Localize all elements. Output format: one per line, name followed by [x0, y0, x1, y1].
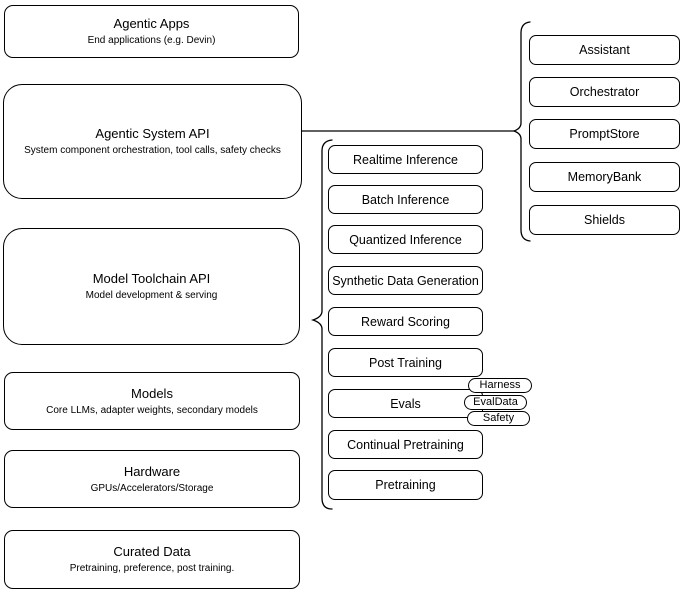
evals-tag-evaldata: EvalData [464, 395, 527, 410]
layer-subtitle: End applications (e.g. Devin) [87, 35, 216, 46]
layer-agentic-apps: Agentic Apps End applications (e.g. Devi… [4, 5, 299, 58]
component-assistant: Assistant [529, 35, 680, 65]
layer-hardware: Hardware GPUs/Accelerators/Storage [4, 450, 300, 508]
layer-title: Curated Data [113, 544, 191, 559]
toolchain-item-batch-inference: Batch Inference [328, 185, 483, 214]
layer-title: Models [131, 385, 173, 401]
toolchain-item-post-training: Post Training [328, 348, 483, 377]
system-components-bracket [512, 21, 531, 242]
toolchain-item-realtime-inference: Realtime Inference [328, 145, 483, 174]
layer-title: Hardware [123, 463, 181, 479]
component-shields: Shields [529, 205, 680, 235]
evals-tag-harness: Harness [468, 378, 532, 393]
toolchain-item-reward-scoring: Reward Scoring [328, 307, 483, 336]
layer-curated-data: Curated Data Pretraining, preference, po… [4, 530, 300, 589]
component-orchestrator: Orchestrator [529, 77, 680, 107]
layer-subtitle: System component orchestration, tool cal… [24, 145, 281, 156]
component-memorybank: MemoryBank [529, 162, 680, 192]
toolchain-item-pretraining: Pretraining [328, 470, 483, 500]
toolchain-item-evals: Evals [328, 389, 483, 418]
toolchain-bracket [310, 139, 333, 510]
evals-tag-safety: Safety [467, 411, 530, 426]
layer-title: Agentic Apps [113, 16, 190, 31]
layer-subtitle: GPUs/Accelerators/Storage [90, 482, 214, 494]
layer-agentic-system-api: Agentic System API System component orch… [3, 84, 302, 199]
layer-models: Models Core LLMs, adapter weights, secon… [4, 372, 300, 430]
layer-subtitle: Model development & serving [85, 290, 218, 301]
component-promptstore: PromptStore [529, 119, 680, 149]
layer-subtitle: Core LLMs, adapter weights, secondary mo… [46, 404, 258, 416]
toolchain-item-synthetic-data-generation: Synthetic Data Generation [328, 266, 483, 295]
layer-title: Model Toolchain API [92, 271, 211, 286]
layer-subtitle: Pretraining, preference, post training. [69, 563, 235, 574]
toolchain-item-quantized-inference: Quantized Inference [328, 225, 483, 254]
layer-model-toolchain-api: Model Toolchain API Model development & … [3, 228, 300, 345]
toolchain-item-continual-pretraining: Continual Pretraining [328, 430, 483, 459]
layer-title: Agentic System API [95, 126, 210, 141]
